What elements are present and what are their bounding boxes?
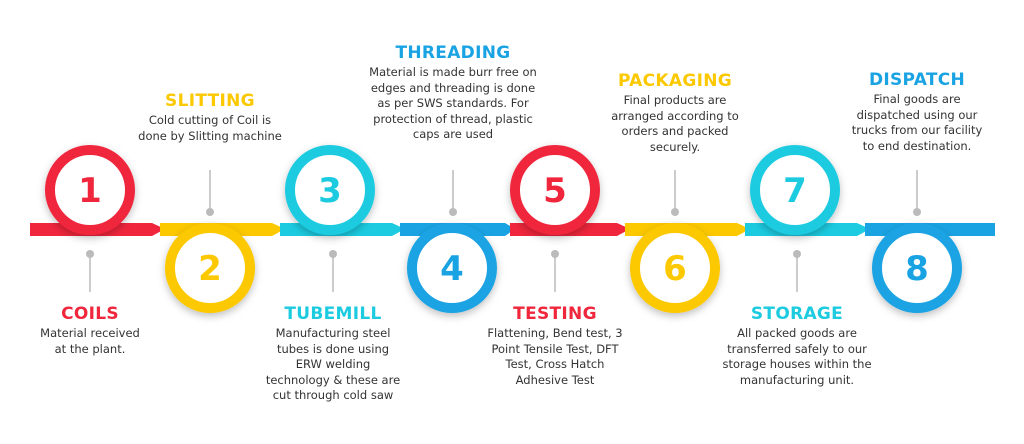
step-title: STORAGE xyxy=(750,304,844,324)
step-number-5: 5 xyxy=(543,171,567,211)
connector-5 xyxy=(551,250,559,292)
step-circle-4: 4 xyxy=(407,223,497,313)
step-number-3: 3 xyxy=(318,171,342,211)
step-circle-2: 2 xyxy=(165,223,255,313)
step-label-threading: THREADING Material is made burr free on … xyxy=(368,43,538,143)
step-label-tubemill: TUBEMILL Manufacturing steel tubes is do… xyxy=(266,304,401,404)
step-circle-7: 7 xyxy=(750,145,840,235)
connector-1 xyxy=(86,250,94,292)
step-circle-8: 8 xyxy=(872,223,962,313)
step-label-packaging: PACKAGING Final products are arranged ac… xyxy=(605,71,745,155)
connector-3 xyxy=(329,250,337,292)
connector-2 xyxy=(206,170,214,216)
step-title: SLITTING xyxy=(165,91,255,111)
timeline-band xyxy=(30,223,995,236)
step-description: All packed goods are transferred safely … xyxy=(722,326,872,387)
step-description: Cold cutting of Coil is done by Slitting… xyxy=(138,113,282,143)
step-description: Final products are arranged according to… xyxy=(611,93,739,154)
step-title: PACKAGING xyxy=(617,71,733,91)
step-number-8: 8 xyxy=(905,249,929,289)
connector-8 xyxy=(913,170,921,216)
step-label-storage: STORAGE All packed goods are transferred… xyxy=(717,304,877,388)
step-title: COILS xyxy=(61,304,119,324)
step-circle-6: 6 xyxy=(630,223,720,313)
step-number-1: 1 xyxy=(78,171,102,211)
step-title: THREADING xyxy=(395,43,511,63)
step-description: Manufacturing steel tubes is done using … xyxy=(265,326,401,402)
step-label-coils: COILS Material received at the plant. xyxy=(35,304,145,357)
step-description: Flattening, Bend test, 3 Point Tensile T… xyxy=(487,326,623,387)
step-description: Material is made burr free on edges and … xyxy=(369,65,537,141)
step-circle-5: 5 xyxy=(510,145,600,235)
connector-6 xyxy=(671,170,679,216)
step-circle-1: 1 xyxy=(45,145,135,235)
step-description: Final goods are dispatched using our tru… xyxy=(851,92,983,153)
step-label-slitting: SLITTING Cold cutting of Coil is done by… xyxy=(135,91,285,144)
connector-4 xyxy=(449,170,457,216)
step-number-7: 7 xyxy=(783,171,807,211)
step-title: DISPATCH xyxy=(868,70,966,90)
step-circle-3: 3 xyxy=(285,145,375,235)
step-label-dispatch: DISPATCH Final goods are dispatched usin… xyxy=(847,70,987,154)
step-label-testing: TESTING Flattening, Bend test, 3 Point T… xyxy=(485,304,625,388)
step-title: TUBEMILL xyxy=(284,304,382,324)
step-description: Material received at the plant. xyxy=(40,326,140,356)
step-title: TESTING xyxy=(513,304,597,324)
step-number-2: 2 xyxy=(198,249,222,289)
connector-7 xyxy=(793,250,801,292)
step-number-6: 6 xyxy=(663,249,687,289)
step-number-4: 4 xyxy=(440,249,464,289)
